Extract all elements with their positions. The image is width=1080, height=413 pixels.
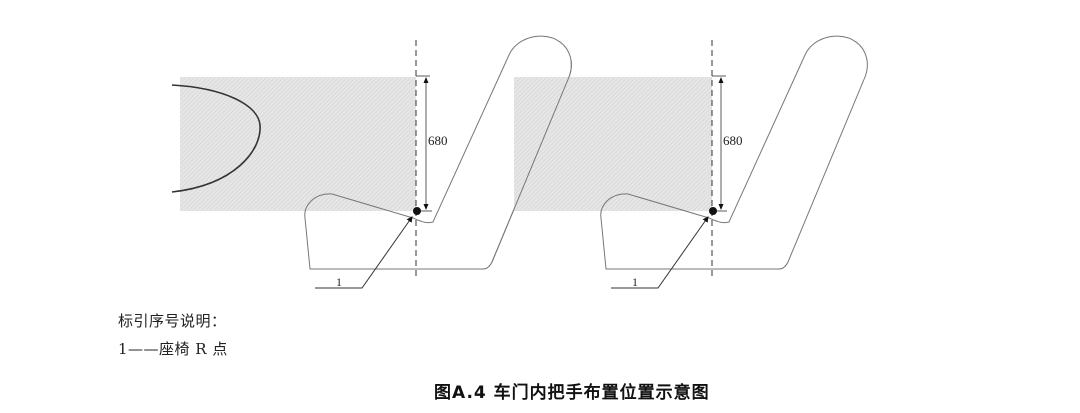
reference-number-right: 1 [632,275,638,289]
panel-left: 680 1 [171,35,572,289]
legend-title: 标引序号说明： [118,312,227,330]
panel-right: 680 1 [491,35,868,289]
figure-caption: 图A.4 车门内把手布置位置示意图 [434,383,710,403]
steering-wheel-curve [171,84,261,193]
dimension-arrow-down-icon [423,204,429,210]
legend-item: 1——座椅 R 点 [118,340,228,358]
dimension-arrow-up-icon [423,77,429,83]
door-handle-zone-left [180,77,416,211]
seat-back-edge-left-overlay [491,59,572,263]
reference-number-left: 1 [336,275,342,289]
leader-line-left [315,216,413,289]
dimension-arrow-down-icon [718,204,724,210]
door-handle-layout-diagram: 680 1 680 1 [171,35,868,289]
dimension-label-right: 680 [723,133,743,148]
door-handle-zone-right [514,77,712,211]
seat-r-point-left [413,207,421,215]
dimension-label-left: 680 [428,133,448,148]
seat-outline-left [304,35,572,270]
leader-line-right [611,216,709,289]
dimension-arrow-up-icon [718,77,724,83]
seat-r-point-right [709,207,717,215]
seat-outline-right [600,35,868,270]
